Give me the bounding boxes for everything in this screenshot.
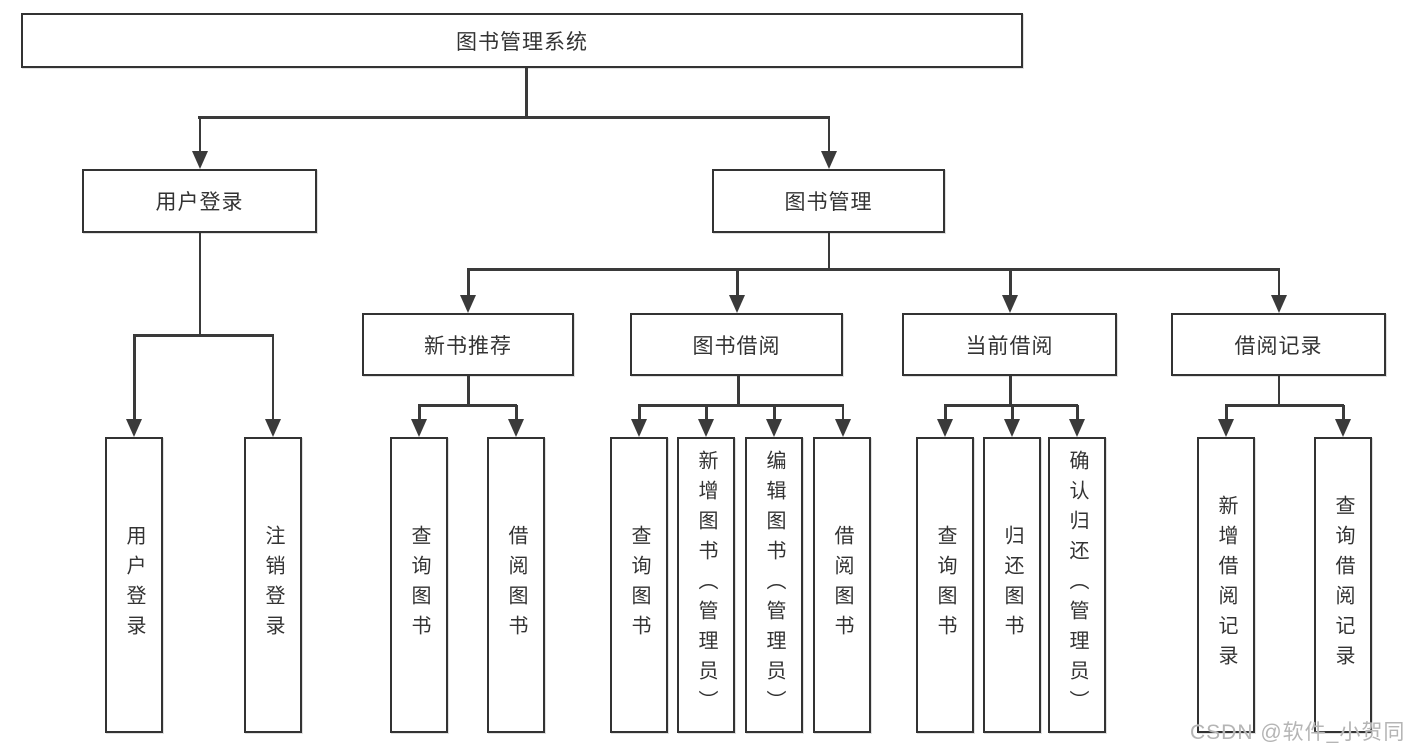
leaf-record-add-record-label: 新增借阅记录 [1215, 495, 1237, 675]
leaf-borrow-query-books: 查询图书 [610, 437, 668, 733]
connector-to-user-login [198, 117, 201, 153]
arrow-down-icon [766, 419, 782, 437]
connector-book-management-stem [827, 233, 830, 271]
node-root: 图书管理系统 [21, 13, 1023, 68]
connector-root-stem [525, 68, 528, 118]
arrow-down-icon [508, 419, 524, 437]
connector-new-book-branch [418, 404, 517, 407]
leaf-new-borrow-books-label: 借阅图书 [505, 525, 527, 645]
node-book-borrow: 图书借阅 [630, 313, 843, 376]
arrow-down-icon [1270, 295, 1287, 313]
leaf-borrow-edit-books-admin: 编辑图书（管理员） [745, 437, 803, 733]
leaf-current-query-books: 查询图书 [916, 437, 974, 733]
connector-root-branch [198, 116, 830, 119]
leaf-borrow-query-books-label: 查询图书 [628, 525, 650, 645]
connector-book-borrow-stem [737, 376, 740, 407]
csdn-watermark: CSDN @软件_小贺同学 [1190, 721, 1405, 744]
leaf-record-query-record: 查询借阅记录 [1314, 437, 1372, 733]
connector-leaf-stub [705, 405, 708, 421]
node-user-login-label: 用户登录 [155, 191, 244, 214]
arrow-down-icon [411, 419, 427, 437]
node-user-login: 用户登录 [82, 169, 317, 233]
connector-to-book-borrow [736, 269, 739, 297]
node-root-label: 图书管理系统 [456, 30, 588, 54]
arrow-down-icon [191, 151, 208, 169]
leaf-new-query-books: 查询图书 [390, 437, 448, 733]
connector-to-book-management [827, 117, 830, 153]
connector-new-book-stem [467, 376, 470, 407]
leaf-logout-label: 注销登录 [262, 525, 284, 645]
leaf-current-confirm-return-admin: 确认归还（管理员） [1048, 437, 1106, 733]
leaf-record-query-record-label: 查询借阅记录 [1332, 495, 1354, 675]
connector-leaf-stub [1076, 405, 1079, 421]
connector-leaf-stub [1225, 405, 1228, 421]
connector-borrow-records-branch [1225, 404, 1344, 407]
connector-to-new-book [467, 269, 470, 297]
node-current-borrow: 当前借阅 [902, 313, 1117, 376]
node-new-book-recommend: 新书推荐 [362, 313, 574, 376]
connector-book-borrow-branch [638, 404, 844, 407]
arrow-down-icon [937, 419, 953, 437]
connector-leaf-stub [638, 405, 641, 421]
connector-to-leaf-logout [271, 335, 274, 421]
node-new-book-recommend-label: 新书推荐 [424, 334, 512, 358]
leaf-current-query-books-label: 查询图书 [934, 525, 956, 645]
leaf-borrow-edit-books-admin-label: 编辑图书（管理员） [763, 450, 785, 720]
connector-leaf-stub [944, 405, 947, 421]
leaf-current-return-books: 归还图书 [983, 437, 1041, 733]
arrow-down-icon [126, 419, 142, 437]
arrow-down-icon [460, 295, 476, 313]
connector-leaf-stub [418, 405, 421, 421]
connector-book-management-branch [467, 268, 1280, 271]
connector-leaf-stub [515, 405, 518, 421]
node-current-borrow-label: 当前借阅 [965, 334, 1054, 358]
connector-to-borrow-records [1277, 269, 1280, 297]
leaf-borrow-add-books-admin-label: 新增图书（管理员） [695, 450, 717, 720]
connector-user-login-stem [198, 233, 201, 337]
arrow-down-icon [729, 295, 745, 313]
leaf-user-login: 用户登录 [105, 437, 163, 733]
arrow-down-icon [834, 419, 851, 437]
leaf-borrow-add-books-admin: 新增图书（管理员） [677, 437, 735, 733]
node-book-management-label: 图书管理 [784, 191, 873, 214]
leaf-borrow-borrow-books-label: 借阅图书 [831, 525, 853, 645]
leaf-current-confirm-return-admin-label: 确认归还（管理员） [1066, 450, 1088, 720]
connector-borrow-records-stem [1277, 376, 1280, 407]
connector-leaf-stub [1011, 405, 1014, 421]
leaf-record-add-record: 新增借阅记录 [1197, 437, 1255, 733]
arrow-down-icon [820, 151, 837, 169]
arrow-down-icon [1335, 419, 1351, 437]
node-book-borrow-label: 图书借阅 [692, 334, 781, 358]
leaf-new-query-books-label: 查询图书 [408, 525, 430, 645]
connector-to-leaf-user-login [133, 335, 136, 421]
connector-to-current-borrow [1009, 269, 1012, 297]
connector-current-borrow-stem [1009, 376, 1012, 407]
leaf-current-return-books-label: 归还图书 [1001, 525, 1023, 645]
node-book-management: 图书管理 [712, 169, 945, 233]
leaf-borrow-borrow-books: 借阅图书 [813, 437, 871, 733]
connector-leaf-stub [1342, 405, 1345, 421]
arrow-down-icon [631, 419, 647, 437]
node-borrow-records: 借阅记录 [1171, 313, 1386, 376]
arrow-down-icon [264, 419, 281, 437]
arrow-down-icon [1218, 419, 1234, 437]
arrow-down-icon [1004, 419, 1020, 437]
connector-leaf-stub [773, 405, 776, 421]
connector-user-login-branch [133, 334, 274, 337]
arrow-down-icon [698, 419, 714, 437]
arrow-down-icon [1069, 419, 1085, 437]
leaf-new-borrow-books: 借阅图书 [487, 437, 545, 733]
connector-leaf-stub [841, 405, 844, 421]
arrow-down-icon [1002, 295, 1018, 313]
leaf-logout: 注销登录 [244, 437, 302, 733]
leaf-user-login-label: 用户登录 [123, 525, 145, 645]
node-borrow-records-label: 借阅记录 [1234, 334, 1323, 358]
